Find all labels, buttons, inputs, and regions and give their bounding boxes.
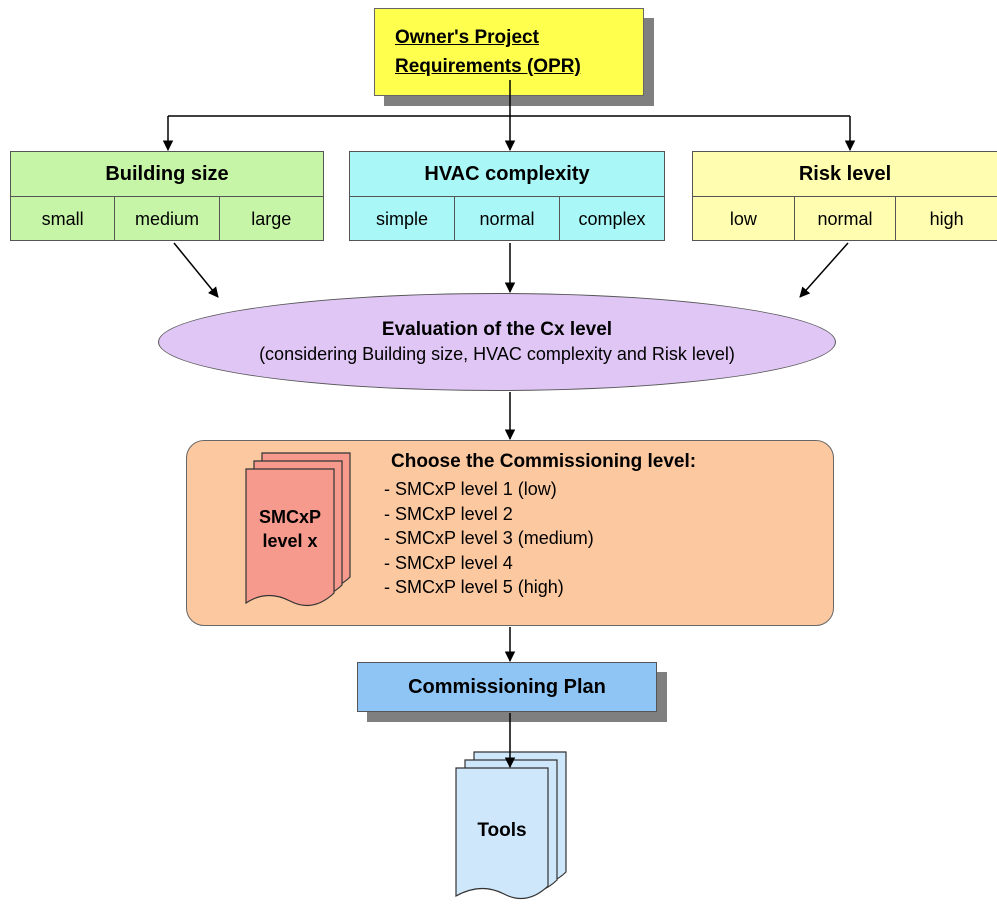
option-simple: simple [350, 197, 455, 241]
category-building-size: Building size small medium large [10, 151, 324, 241]
option-normal: normal [795, 197, 897, 241]
level-item: - SMCxP level 5 (high) [384, 577, 564, 597]
arrow-size-to-eval [173, 242, 219, 298]
level-item: - SMCxP level 3 (medium) [384, 528, 594, 548]
arrow-risk-to-eval [799, 242, 849, 298]
tools-doc-label: Tools [477, 820, 527, 841]
smcxp-doc-line-2: level x [262, 531, 318, 551]
option-high: high [929, 208, 964, 229]
level-item: - SMCxP level 2 [384, 503, 513, 524]
option-low: low [693, 197, 795, 241]
commissioning-level-list: - SMCxP level 1 (low) - SMCxP level 2 - … [384, 477, 594, 600]
opr-line-2: Requirements (OPR) [395, 56, 581, 77]
level-item: - SMCxP level 1 (low) [384, 479, 557, 499]
smcxp-doc-label: SMCxP level x [246, 505, 334, 553]
category-risk-level: Risk level low normal high [692, 151, 997, 241]
category-title: Risk level [693, 152, 997, 197]
level-item: - SMCxP level 4 [384, 552, 513, 573]
commissioning-plan-box: Commissioning Plan [357, 662, 657, 712]
option-complex: complex [578, 208, 646, 229]
option-small: small [11, 197, 116, 241]
evaluation-subtitle: (considering Building size, HVAC complex… [259, 344, 735, 364]
option-medium: medium [115, 197, 220, 241]
category-title: Building size [11, 152, 323, 197]
option-normal: normal [455, 197, 560, 241]
commissioning-level-title: Choose the Commissioning level: [391, 451, 697, 472]
smcxp-doc-line-1: SMCxP [258, 507, 321, 527]
category-title: HVAC complexity [350, 152, 664, 197]
option-large: large [251, 208, 292, 229]
commissioning-plan-label: Commissioning Plan [408, 675, 606, 698]
opr-box: Owner's Project Requirements (OPR) [374, 8, 644, 96]
evaluation-ellipse: Evaluation of the Cx level (considering … [158, 293, 836, 391]
opr-line-1: Owner's Project [395, 27, 539, 48]
evaluation-title: Evaluation of the Cx level [381, 319, 613, 340]
category-hvac-complexity: HVAC complexity simple normal complex [349, 151, 665, 241]
